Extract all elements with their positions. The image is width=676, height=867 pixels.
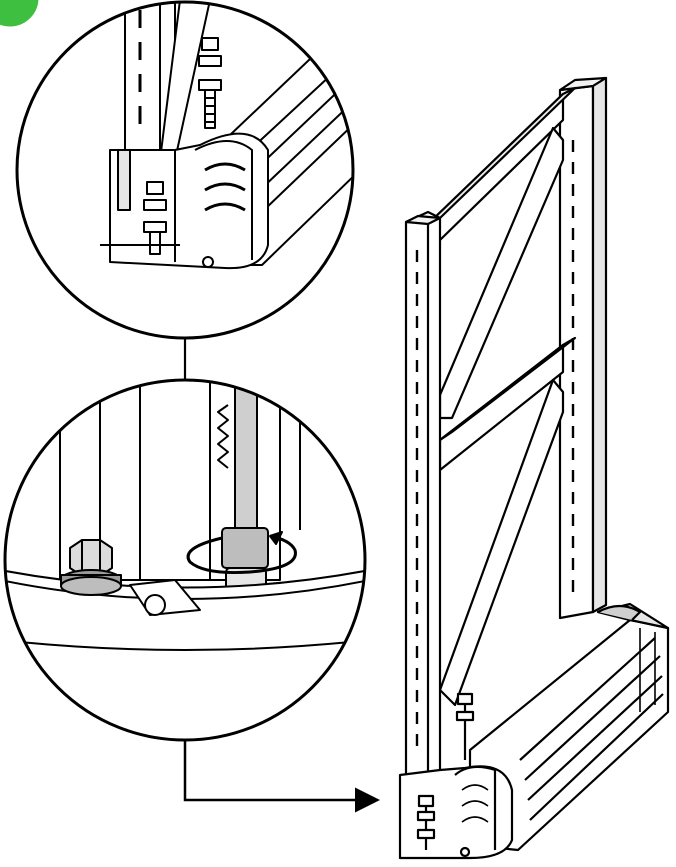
- detail-threaded-rod: [234, 380, 258, 531]
- detail-bolt-upper: [201, 37, 219, 51]
- step-badge: [0, 0, 42, 30]
- callout-top-detail: [15, 0, 355, 340]
- lower-brace: [438, 378, 565, 707]
- right-upright: [558, 84, 595, 620]
- left-upright: [404, 210, 442, 792]
- front-bolt-upper: [456, 692, 474, 706]
- main-frame: [398, 76, 670, 860]
- detail-hex-bolt: [60, 539, 122, 596]
- detail-socket: [221, 527, 269, 569]
- rotation-arrow-icon: [186, 534, 297, 574]
- detail-bolt-lower: [146, 181, 164, 195]
- callout-arrow: [183, 740, 380, 813]
- detail-clamp: [109, 132, 269, 270]
- callout-bottom-detail: [3, 378, 367, 742]
